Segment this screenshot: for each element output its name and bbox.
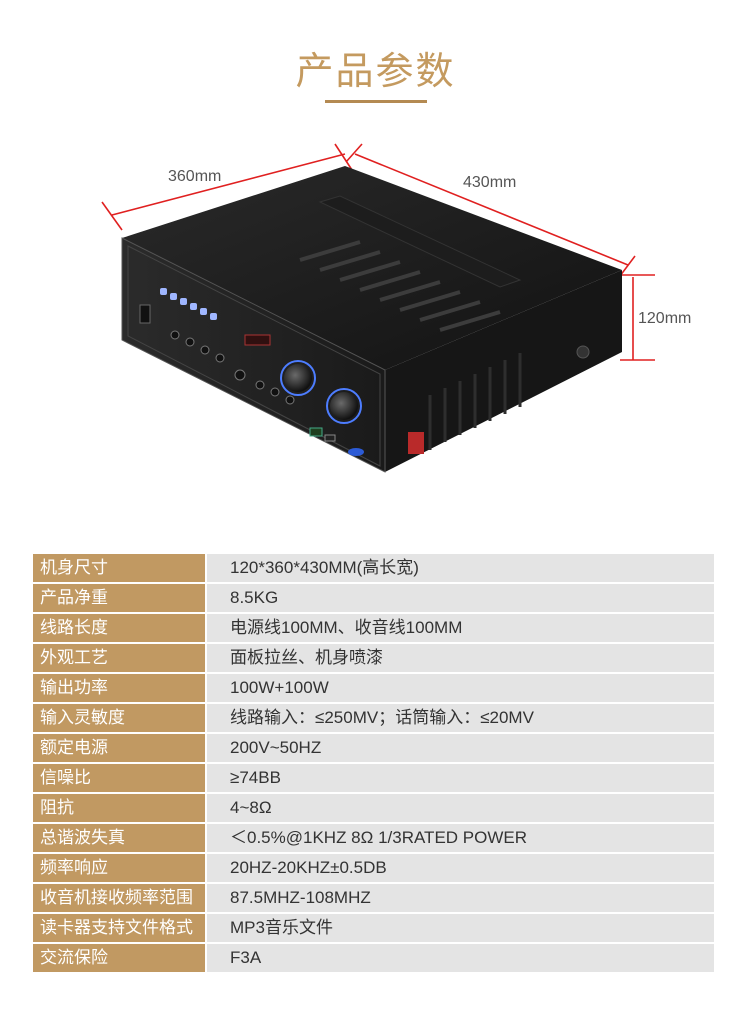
dimension-lines [101, 143, 655, 361]
page-title: 产品参数 [295, 49, 456, 93]
spec-value: ≥74BB [207, 764, 714, 792]
echo-knob-ring [326, 388, 362, 424]
spec-label: 外观工艺 [33, 644, 205, 672]
spec-value: MP3音乐文件 [207, 914, 714, 942]
dimension-depth: 360mm [168, 168, 222, 185]
spec-value: 电源线100MM、收音线100MM [207, 614, 714, 642]
spec-value: 100W+100W [207, 674, 714, 702]
volume-knob-ring [280, 360, 316, 396]
spec-value: 面板拉丝、机身喷漆 [207, 644, 714, 672]
spec-value: ＜0.5%@1KHZ 8Ω 1/3RATED POWER [207, 824, 714, 852]
spec-row: 线路长度电源线100MM、收音线100MM [33, 614, 714, 642]
spec-label: 频率响应 [33, 854, 205, 882]
spec-value: 200V~50HZ [207, 734, 714, 762]
spec-label: 线路长度 [33, 614, 205, 642]
spec-value: 线路输入：≤250MV；话筒输入：≤20MV [207, 704, 714, 732]
dimension-width: 430mm [463, 174, 517, 191]
spec-label: 收音机接收频率范围 [33, 884, 205, 912]
warning-label [408, 432, 424, 454]
spec-label: 交流保险 [33, 944, 205, 972]
spec-label: 输入灵敏度 [33, 704, 205, 732]
dimension-height: 120mm [638, 310, 692, 327]
spec-value: 20HZ-20KHZ±0.5DB [207, 854, 714, 882]
spec-label: 产品净重 [33, 584, 205, 612]
spec-label: 输出功率 [33, 674, 205, 702]
top-panel [122, 166, 622, 370]
side-vents [428, 353, 522, 450]
spec-value: 4~8Ω [207, 794, 714, 822]
top-vents [299, 240, 501, 332]
product-figure: 360mm 430mm 120mm [0, 130, 751, 530]
spec-value: 120*360*430MM(高长宽) [207, 554, 714, 582]
spec-value: 87.5MHZ-108MHZ [207, 884, 714, 912]
amplifier-illustration [101, 143, 655, 473]
spec-label: 额定电源 [33, 734, 205, 762]
spec-row: 信噪比≥74BB [33, 764, 714, 792]
spec-label: 总谐波失真 [33, 824, 205, 852]
spec-row: 总谐波失真＜0.5%@1KHZ 8Ω 1/3RATED POWER [33, 824, 714, 852]
spec-label: 阻抗 [33, 794, 205, 822]
spec-row: 输入灵敏度线路输入：≤250MV；话筒输入：≤20MV [33, 704, 714, 732]
spec-label: 机身尺寸 [33, 554, 205, 582]
spec-value: F3A [207, 944, 714, 972]
front-panel [121, 237, 386, 473]
spec-label: 读卡器支持文件格式 [33, 914, 205, 942]
spec-value: 8.5KG [207, 584, 714, 612]
front-buttons [160, 288, 217, 320]
spec-label: 信噪比 [33, 764, 205, 792]
title-underline [325, 100, 427, 103]
small-knobs [170, 330, 295, 405]
spec-row: 外观工艺面板拉丝、机身喷漆 [33, 644, 714, 672]
